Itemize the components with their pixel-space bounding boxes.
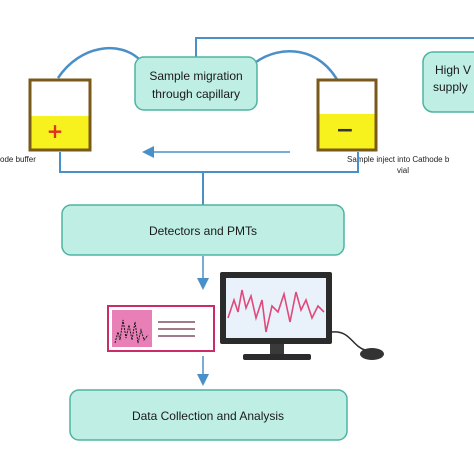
data-collection-label: Data Collection and Analysis (132, 409, 284, 423)
anode-vial: + (28, 78, 92, 152)
cathode-label-line2: vial (397, 166, 409, 175)
anode-label: ode buffer (0, 155, 36, 164)
cathode-vial: − (316, 78, 378, 152)
peak-report-icon (107, 305, 215, 352)
mouse-icon (360, 348, 384, 360)
cathode-label-line1: Sample inject into Cathode b (347, 155, 450, 164)
cathode-minus-symbol: − (336, 118, 354, 143)
capillary-arc-right (255, 50, 342, 86)
data-collection-box (69, 389, 348, 441)
mouse-cable (331, 331, 366, 351)
anode-plus-symbol: + (47, 119, 64, 143)
collector-line (59, 152, 359, 173)
high-voltage-line1: High V (435, 63, 471, 77)
sample-migration-line1: Sample migration (149, 69, 242, 83)
power-wire (195, 37, 474, 57)
detectors-box (61, 204, 345, 256)
detectors-label: Detectors and PMTs (149, 224, 257, 238)
capillary-arc-left (56, 46, 141, 79)
high-voltage-supply-box (422, 51, 474, 113)
sample-migration-line2: through capillary (152, 87, 240, 101)
computer-monitor-icon (220, 272, 332, 360)
high-voltage-line2: supply (433, 80, 468, 94)
sample-migration-box (134, 56, 258, 111)
